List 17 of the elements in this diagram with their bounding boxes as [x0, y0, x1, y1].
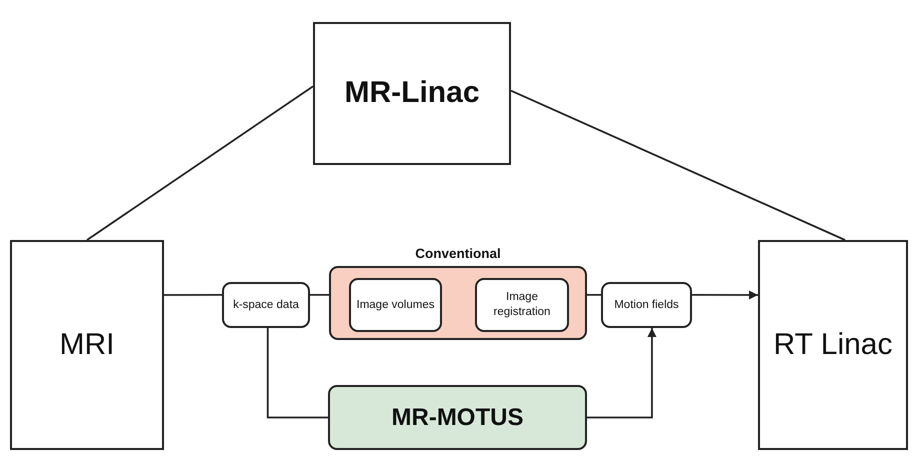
process-box: k-space data [222, 282, 310, 328]
method-box: MR-MOTUS [328, 385, 587, 450]
system-box: RT Linac [758, 240, 908, 450]
connector-line [310, 294, 329, 296]
process-box: Image volumes [349, 278, 442, 332]
process-box: Image registration [475, 278, 569, 332]
process-box: Motion fields [601, 282, 692, 328]
connector-line [510, 90, 846, 241]
connector-line [164, 294, 222, 296]
arrow [692, 290, 758, 300]
connector-line [266, 328, 328, 418]
connector-line [587, 294, 601, 296]
system-box: MR-Linac [313, 22, 511, 165]
connector-line [86, 86, 314, 241]
group-heading: Conventional [414, 246, 502, 261]
arrow [587, 328, 656, 418]
system-box: MRI [10, 240, 164, 450]
